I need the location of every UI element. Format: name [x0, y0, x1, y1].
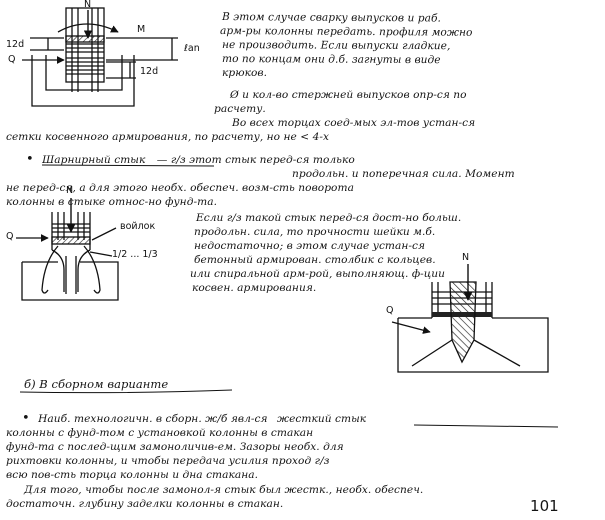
fig1-label-m: M — [137, 24, 146, 35]
text-line: Ø и кол-во стержней выпусков опр-ся по — [230, 89, 467, 101]
section-heading-prefab: б) В сборном варианте — [24, 377, 169, 391]
text-line: Во всех торцах соед-мых эл-тов устан-ся — [232, 117, 476, 129]
text-line: колонны с фунд-том с установкой колонны … — [6, 427, 314, 439]
heading-hinged-joint: Шарнирный стык — г/з этот стык перед-ся … — [26, 153, 355, 167]
fig1-label-lan: ℓan — [184, 43, 200, 54]
text-fragment: Наиб. технологичн. в сборн. ж/б явл-ся — [38, 413, 268, 425]
text-line: арм-ры колонны передать. профиля можно — [219, 25, 473, 39]
page-number: 101 — [530, 497, 559, 515]
fig2-label-q: Q — [6, 231, 14, 242]
text-line: Для того, чтобы после замонол-я стык был… — [24, 484, 424, 496]
fig2-label-fraction: 1/2 ... 1/3 — [112, 249, 158, 260]
fig1-label-q: Q — [8, 54, 16, 65]
text-rigid-joint-highlight: жесткий стык — [277, 413, 367, 425]
text-line: фунд-та с послед-щим замоноличив-ем. Заз… — [6, 441, 344, 453]
fig3-label-q: Q — [386, 305, 394, 316]
fig1-label-12d-bottom: 12d — [140, 66, 159, 77]
fig3-label-n: N — [462, 252, 470, 263]
heading-hinged-title: Шарнирный стык — [42, 154, 146, 166]
text-line: то по концам они д.б. загнуты в виде — [221, 53, 441, 67]
text-line: расчету. — [214, 103, 266, 115]
text-line: продольн. и поперечная сила. Момент — [292, 168, 515, 180]
text-line-first: Наиб. технологичн. в сборн. ж/б явл-ся ж… — [22, 412, 366, 426]
text-line: Если г/з такой стык перед-ся дост-но бол… — [196, 212, 462, 224]
figure3-drawing — [391, 264, 549, 373]
text-line: достаточн. глубину заделки колонны в ста… — [6, 498, 284, 510]
text-line: сетки косвенного армирования, по расчету… — [6, 131, 330, 143]
text-line: не производить. Если выпуски гладкие, — [221, 39, 451, 53]
text-line: бетонный армирован. столбик с кольцев. — [194, 254, 436, 266]
text-line: или спиральной арм-рой, выполняющ. ф-ции — [190, 268, 445, 280]
text-line: всю пов-сть торца колонны и дна стакана. — [6, 469, 259, 481]
text-line: рихтовки колонны, и чтобы передача усили… — [6, 455, 330, 467]
text-line: не перед-ся, а для этого необх. обеспеч.… — [6, 182, 354, 194]
text-line: продольн. сила, то прочности шейки м.б. — [194, 226, 436, 238]
text-line: недостаточно; в этом случае устан-ся — [194, 240, 426, 252]
text-line: косвен. армирования. — [192, 282, 317, 294]
text-line: В этом случае сварку выпусков и раб. — [221, 11, 441, 25]
text-line: колонны в стыке относ-но фунд-та. — [6, 196, 217, 208]
fig2-label-n: N — [66, 185, 74, 196]
text-line: крюков. — [222, 67, 268, 79]
heading-hinged-rest: — г/з этот стык перед-ся только — [156, 154, 355, 166]
figure1-drawing — [22, 7, 178, 107]
figure2-drawing — [16, 198, 119, 301]
fig1-label-n: N — [84, 0, 92, 10]
fig2-label-voilok: войлок — [120, 221, 156, 232]
fig1-label-12d-left: 12d — [6, 39, 25, 50]
